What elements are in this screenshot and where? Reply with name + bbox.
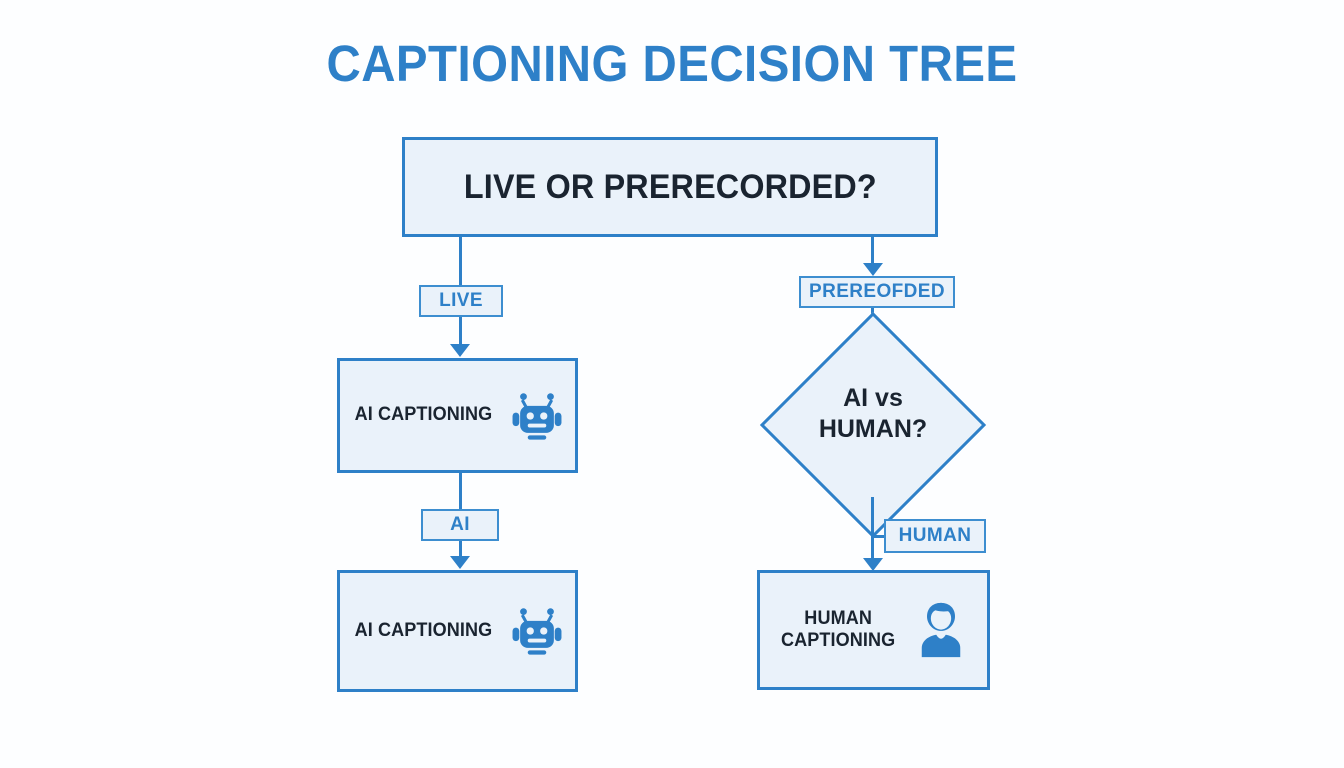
arrowhead-into-prerecorded-label (863, 263, 883, 276)
node-ai-captioning-live-label: AI CAPTIONING (354, 404, 493, 426)
node-live-or-prerecorded[interactable]: LIVE OR PRERECORDED? (402, 137, 938, 237)
arrowhead-into-human-captioning (863, 558, 883, 571)
node-ai-captioning-prerecorded[interactable]: AI CAPTIONING (337, 570, 578, 692)
connector-tick-to-human-label (871, 535, 886, 538)
node-ai-captioning-live[interactable]: AI CAPTIONING (337, 358, 578, 473)
arrowhead-into-ai-captioning-prerecorded (450, 556, 470, 569)
edge-label-ai: AI (421, 509, 499, 541)
connector-root-to-prerecorded-label (871, 237, 874, 264)
node-human-captioning-label: HUMAN CAPTIONING (781, 607, 896, 651)
node-ai-captioning-prerecorded-label: AI CAPTIONING (354, 619, 493, 641)
edge-label-human: HUMAN (884, 519, 986, 553)
edge-label-prerecorded: PREREOFDED (799, 276, 955, 308)
connector-root-to-live-label (459, 237, 462, 285)
connector-ai-label-to-ai-box-2 (459, 541, 462, 557)
robot-icon (512, 608, 562, 655)
node-ai-vs-human-label: AI vs HUMAN? (818, 384, 928, 443)
person-icon (921, 602, 960, 658)
robot-icon (512, 392, 562, 440)
node-live-or-prerecorded-label: LIVE OR PRERECORDED? (463, 167, 877, 206)
edge-label-live: LIVE (419, 285, 503, 317)
node-human-captioning[interactable]: HUMAN CAPTIONING (757, 570, 990, 690)
connector-diamond-to-human-box (871, 497, 874, 562)
connector-live-label-to-ai-box (459, 317, 462, 345)
connector-ai-box-to-ai-label (459, 473, 462, 509)
arrowhead-into-ai-captioning-live (450, 344, 470, 357)
page-title: CAPTIONING DECISION TREE (326, 35, 1018, 92)
